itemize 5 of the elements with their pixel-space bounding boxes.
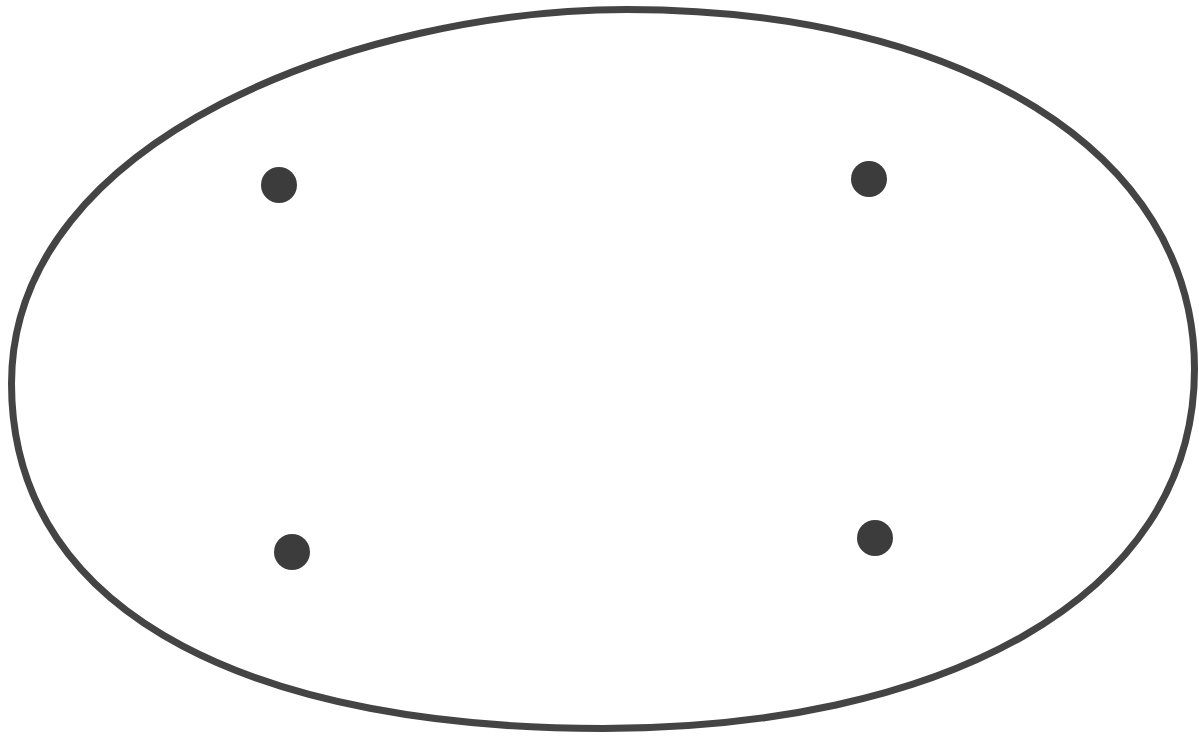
oval-outline (8, 6, 1198, 732)
dot (261, 167, 297, 203)
dot (857, 520, 893, 556)
dot (274, 534, 310, 570)
dot (851, 161, 887, 197)
